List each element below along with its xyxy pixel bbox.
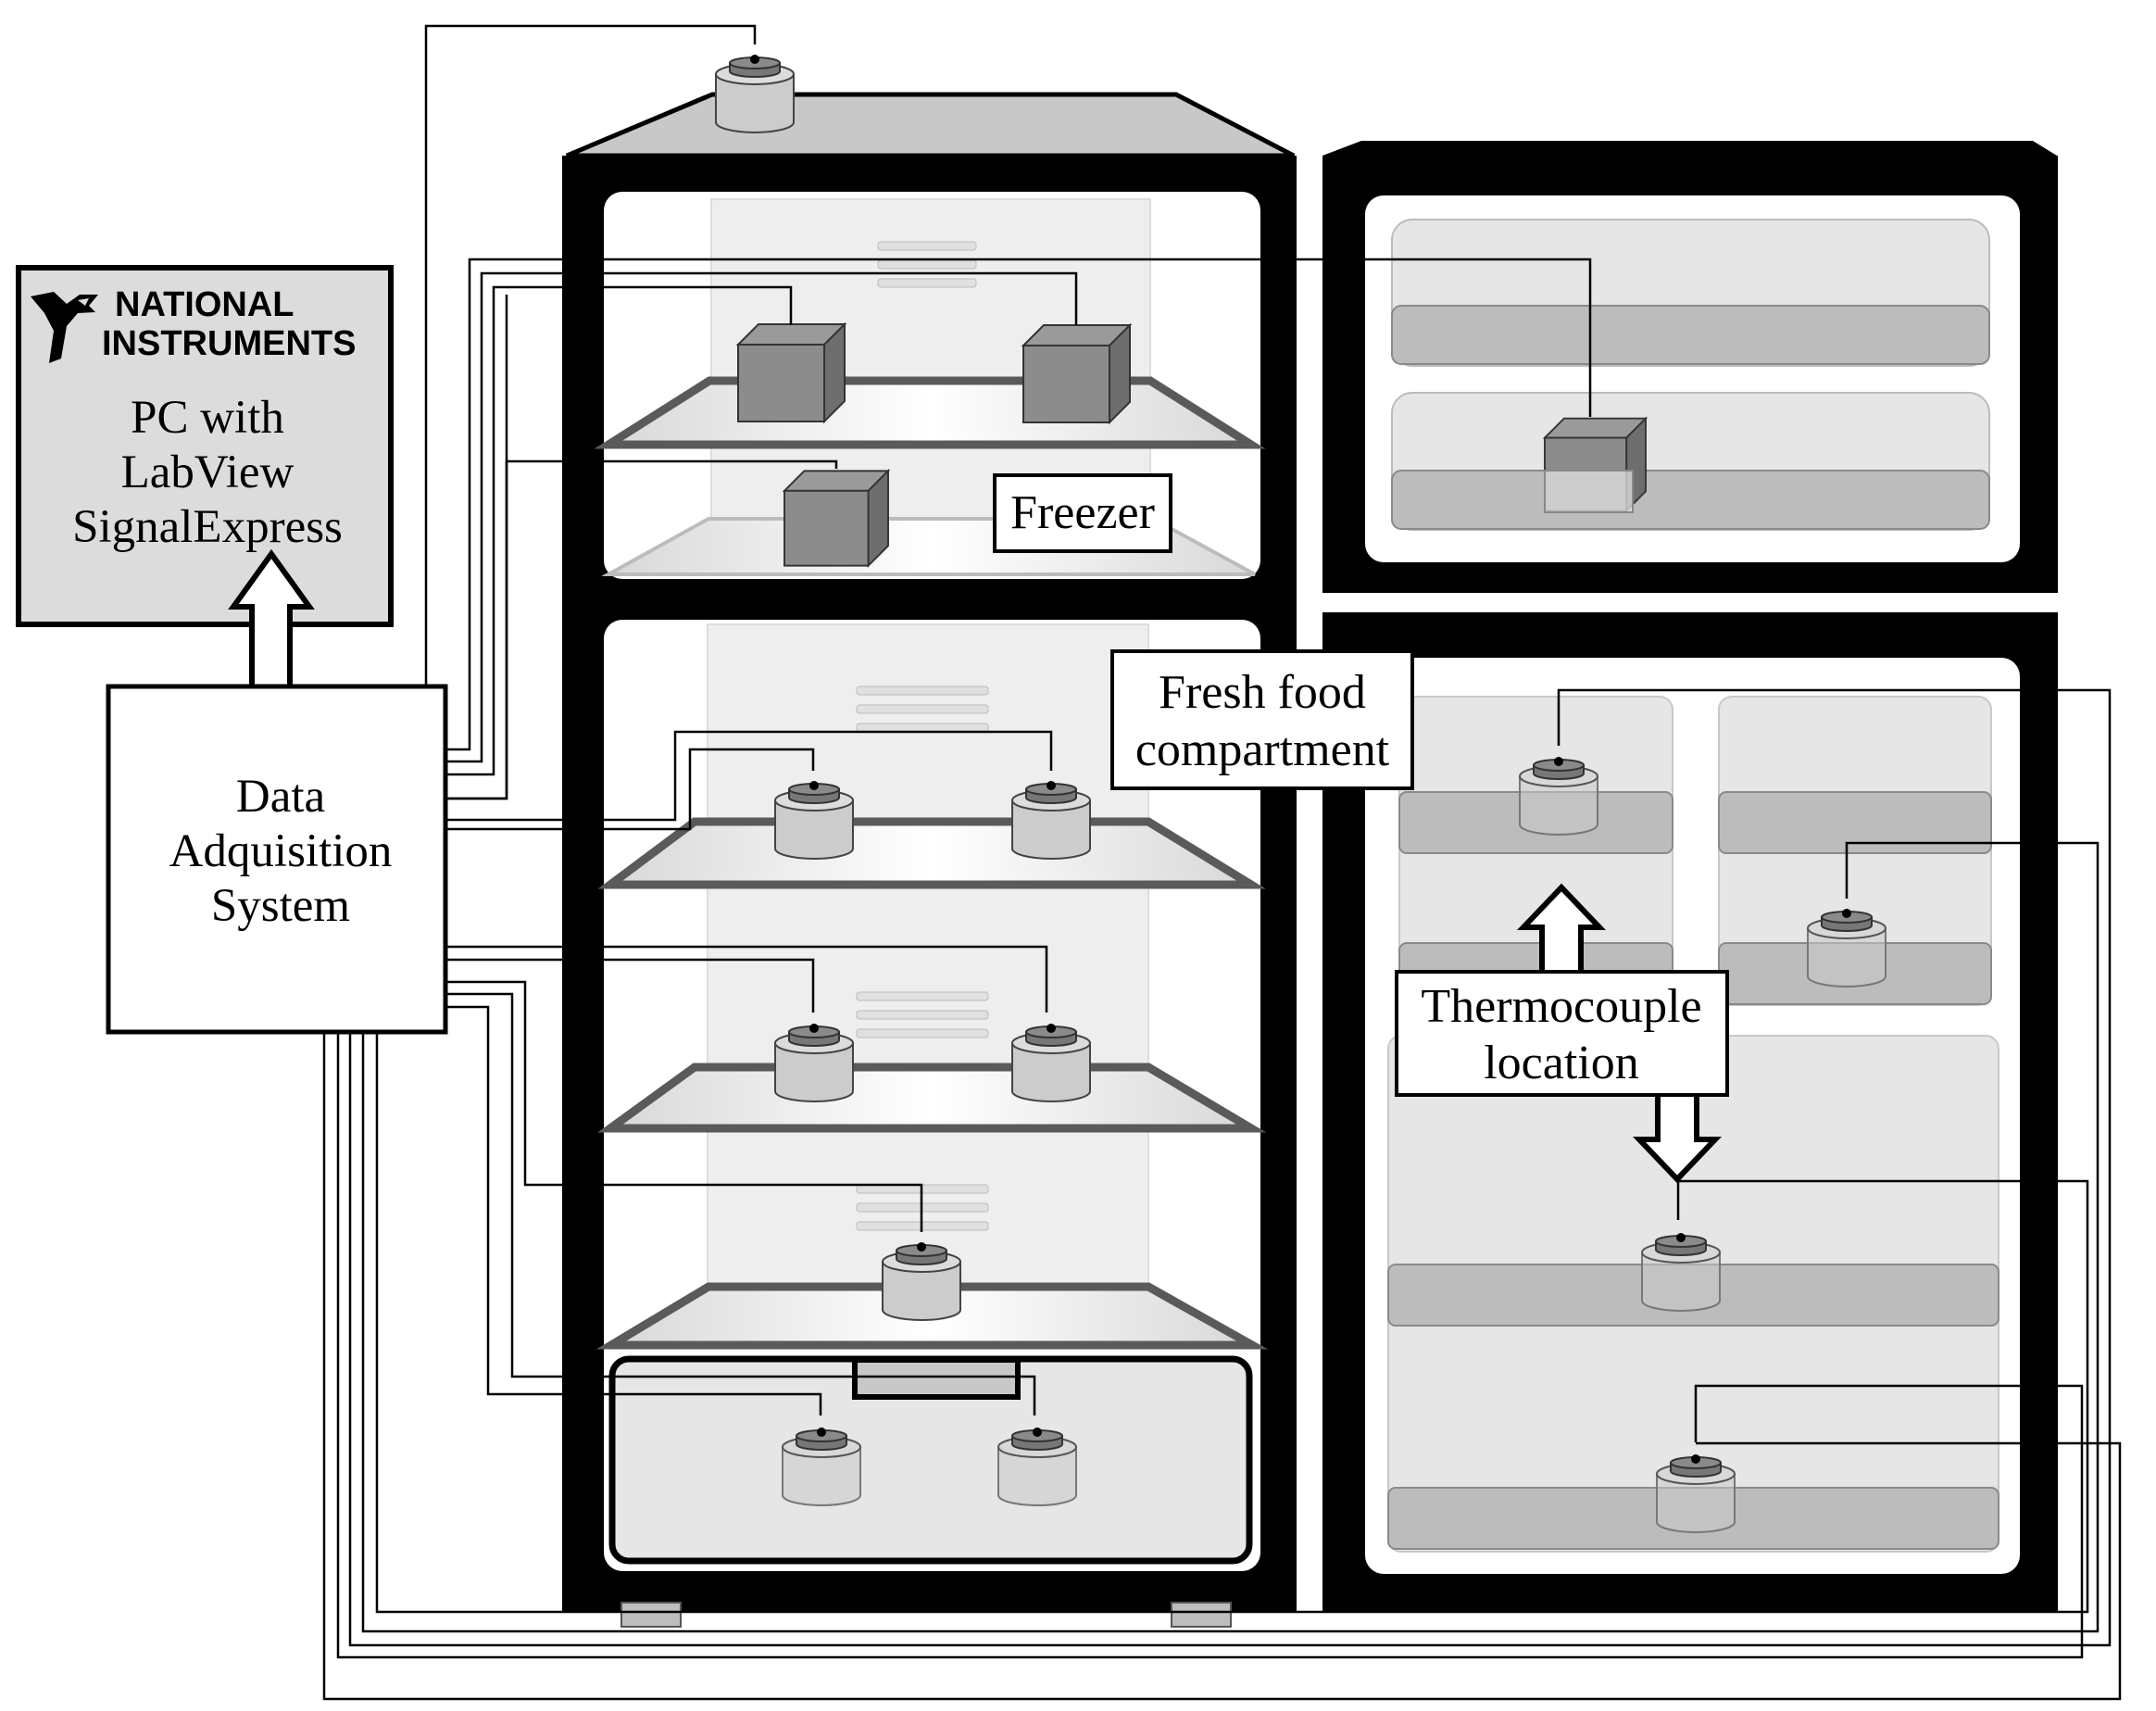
ni-eagle-icon	[31, 292, 98, 363]
door-middle-sensor	[1641, 1232, 1721, 1312]
fresh-food-label-line1: Fresh food	[1159, 666, 1366, 719]
freezer-sample-box-1	[737, 323, 846, 422]
pc-labview-box: NATIONAL INSTRUMENTS PC with LabView Sig…	[16, 265, 394, 627]
thermocouple-wires	[322, 24, 2122, 1701]
freezer-shelf	[594, 376, 1266, 449]
daq-box: Data Adquisition System	[106, 684, 448, 1035]
shelf1-sensor-left	[774, 780, 854, 860]
door-upper-right-sensor	[1807, 908, 1886, 988]
shelf2-sensor-left	[774, 1023, 854, 1102]
crisper-sensor-left	[782, 1427, 861, 1506]
crisper-drawer-handle	[852, 1357, 1021, 1400]
fresh-food-back-wall	[707, 623, 1149, 1292]
ni-logo-line2: INSTRUMENTS	[102, 324, 356, 363]
daq-box-line2: Adquisition	[169, 825, 393, 877]
thermocouple-arrow-down	[1632, 1090, 1723, 1184]
freezer-label-text: Freezer	[1010, 486, 1155, 539]
daq-box-line1: Data	[236, 771, 325, 823]
freezer-sample-box-2	[1022, 324, 1131, 423]
shelf1-sensor-right	[1011, 780, 1091, 860]
freezer-door	[1322, 141, 2058, 593]
fresh-shelf-1	[597, 817, 1266, 889]
shelf2-sensor-right	[1011, 1023, 1091, 1102]
thermocouple-location-label: Thermocouple location	[1395, 970, 1729, 1097]
foot-left	[620, 1602, 682, 1628]
pc-box-line3: SignalExpress	[72, 501, 343, 553]
pc-box-line1: PC with	[131, 392, 284, 444]
daq-box-line3: System	[211, 880, 350, 932]
shelf3-sensor	[882, 1241, 961, 1321]
door-upper-left-sensor	[1519, 756, 1598, 836]
refrigerator-top-panel	[566, 92, 1296, 158]
door-lower-sensor	[1656, 1453, 1736, 1533]
ambient-top-sensor	[715, 54, 795, 133]
data-flow-arrow	[228, 548, 315, 692]
thermocouple-label-line1: Thermocouple	[1421, 980, 1701, 1033]
pc-box-line2: LabView	[121, 447, 295, 498]
fresh-food-label: Fresh food compartment	[1110, 649, 1414, 790]
crisper-sensor-right	[997, 1427, 1077, 1506]
fresh-shelf-2	[597, 1063, 1267, 1133]
fresh-food-label-line2: compartment	[1135, 723, 1390, 776]
fresh-food-compartment	[595, 620, 1269, 1571]
thermocouple-label-line2: location	[1484, 1037, 1639, 1089]
freezer-label: Freezer	[993, 473, 1172, 553]
thermocouple-arrow-up	[1516, 883, 1607, 977]
ni-logo-line1: NATIONAL	[115, 285, 295, 324]
foot-right	[1171, 1602, 1232, 1628]
freezer-sample-box-3	[783, 470, 889, 567]
